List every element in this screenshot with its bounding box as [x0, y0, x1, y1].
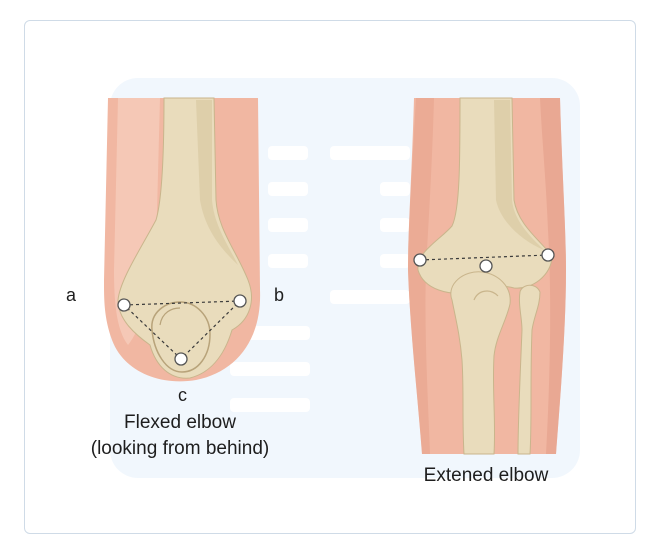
marker-label-a: a: [66, 285, 77, 305]
extended-point-middle: [479, 259, 493, 273]
background-bars: [230, 146, 410, 412]
flexed-olecranon: [151, 301, 211, 373]
extended-ulna-bone: [450, 271, 511, 455]
landmark-point-c: [174, 352, 188, 366]
marker-label-c: c: [178, 385, 187, 405]
landmark-point-a: [117, 298, 131, 312]
caption-flexed-line1: Flexed elbow: [124, 412, 236, 433]
flexed-elbow-illustration: [104, 97, 261, 382]
caption-extended: Extened elbow: [423, 465, 549, 486]
flexed-humerus-bone: [117, 97, 252, 379]
flexed-triangle-dashed: [122, 300, 242, 360]
marker-label-b: b: [274, 285, 285, 305]
caption-flexed-line2: (looking from behind): [90, 438, 270, 459]
landmark-point-b: [233, 294, 247, 308]
extended-point-right: [541, 248, 555, 262]
extended-elbow-illustration: [408, 97, 566, 455]
extended-radius-bone: [517, 284, 541, 455]
extended-point-left: [413, 253, 427, 267]
